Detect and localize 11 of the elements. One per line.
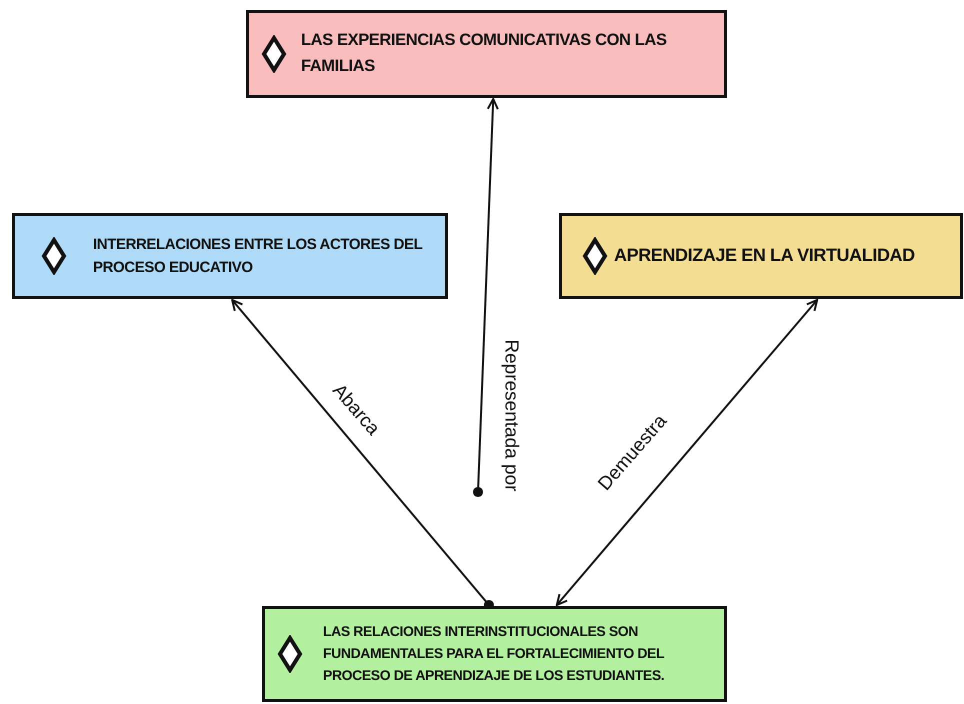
arrow	[556, 299, 818, 606]
concept-box	[246, 10, 727, 98]
node-text: APRENDIZAJE EN LA VIRTUALIDAD	[614, 244, 915, 268]
edge-label: Representada por	[500, 338, 520, 493]
node-text: LAS EXPERIENCIAS COMUNICATIVAS CON LAS FAMILIAS	[301, 30, 668, 77]
node-text: LAS RELACIONES INTERINSTITUCIONALES SON FUNDAMENTALES PARA EL FORTALECIMIENTO DEL PROCESO DE APRENDIZAJE DE LOS ESTUDIANTES.	[323, 622, 666, 685]
concept-box	[262, 606, 727, 702]
concept-box	[559, 213, 963, 299]
arrow	[472, 98, 499, 498]
node-text: INTERRELACIONES ENTRE LOS ACTORES DEL PROCESO EDUCATIVO	[93, 234, 423, 278]
concept-box	[12, 213, 448, 299]
